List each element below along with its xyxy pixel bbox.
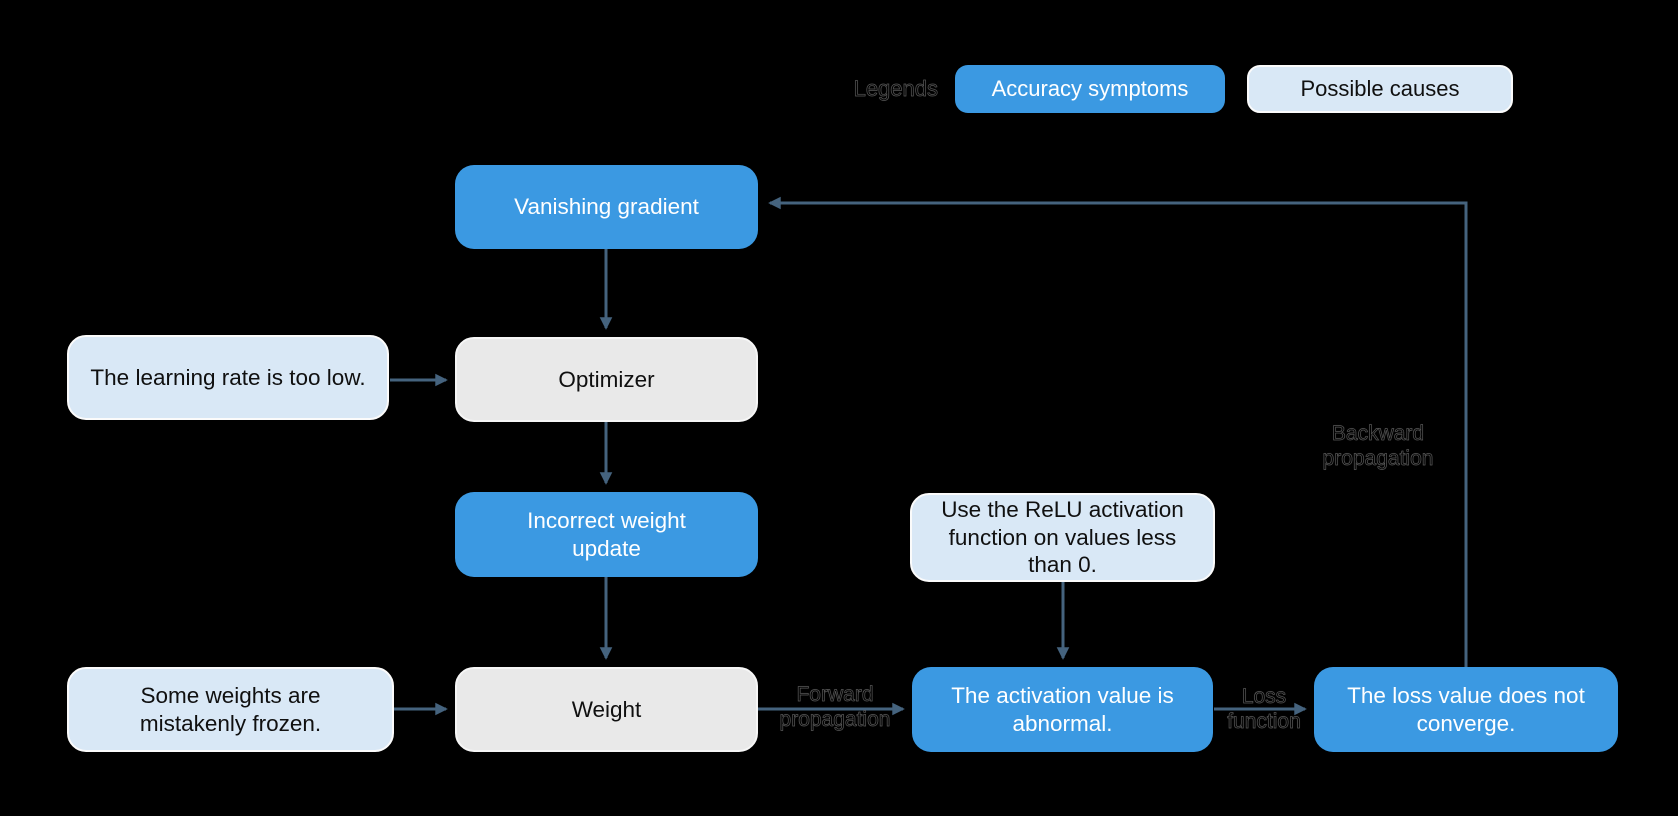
node-optimizer: Optimizer bbox=[455, 337, 758, 422]
legend-badge-accuracy-symptoms: Accuracy symptoms bbox=[955, 65, 1225, 113]
edge-label-loss-function: Loss function bbox=[1227, 685, 1301, 734]
edge-label-forward-propagation: Forward propagation bbox=[779, 683, 891, 732]
node-loss-does-not-converge: The loss value does not converge. bbox=[1314, 667, 1618, 752]
legend-badge-possible-causes: Possible causes bbox=[1247, 65, 1513, 113]
node-learning-rate-too-low: The learning rate is too low. bbox=[67, 335, 389, 420]
node-weight: Weight bbox=[455, 667, 758, 752]
node-vanishing-gradient: Vanishing gradient bbox=[455, 165, 758, 249]
node-incorrect-weight-update: Incorrect weight update bbox=[455, 492, 758, 577]
node-weights-mistakenly-frozen: Some weights are mistakenly frozen. bbox=[67, 667, 394, 752]
legend-title: Legends bbox=[853, 76, 938, 102]
node-relu-hint: Use the ReLU activation function on valu… bbox=[910, 493, 1215, 582]
edge-label-backward-propagation: Backward propagation bbox=[1322, 422, 1434, 471]
node-activation-value-abnormal: The activation value is abnormal. bbox=[912, 667, 1213, 752]
